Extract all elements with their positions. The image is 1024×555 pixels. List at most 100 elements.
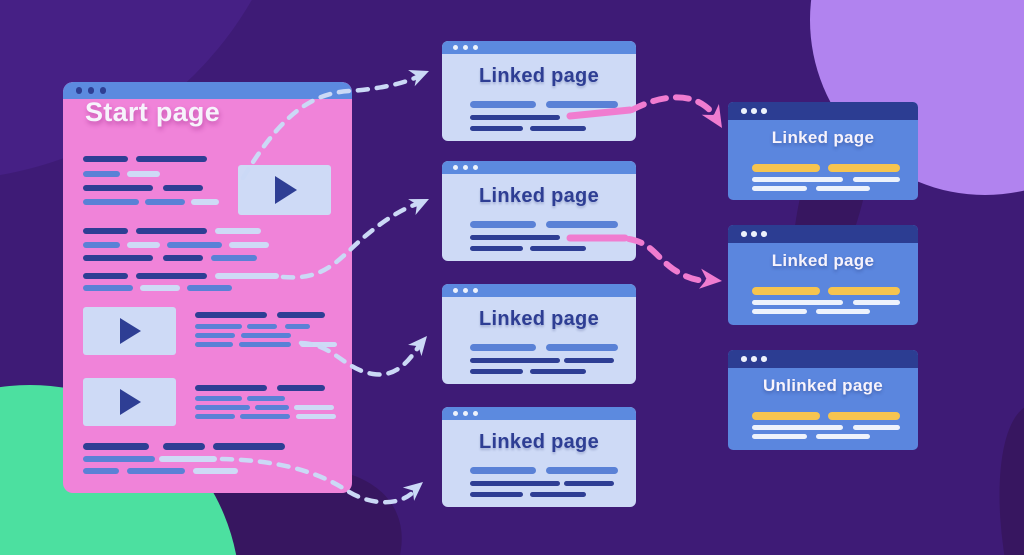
- skeleton-bar: [83, 228, 128, 234]
- skeleton-bar: [752, 287, 820, 295]
- skeleton-bar: [83, 285, 133, 291]
- linked-page-right-1: Linked page: [728, 102, 918, 200]
- window-dot: [473, 410, 479, 417]
- skeleton-bar: [195, 405, 250, 410]
- linked-page-right-2: Linked page: [728, 225, 918, 325]
- window-dot: [473, 164, 479, 171]
- window-dot: [741, 231, 747, 237]
- skeleton-bar: [83, 171, 120, 177]
- skeleton-bar: [530, 492, 586, 497]
- skeleton-bar: [752, 186, 807, 191]
- skeleton-bar: [277, 385, 325, 391]
- skeleton-bar: [136, 156, 207, 162]
- page-title: Start page: [85, 97, 221, 127]
- skeleton-bar: [83, 199, 139, 205]
- skeleton-bar: [193, 468, 238, 474]
- skeleton-bar: [195, 312, 267, 318]
- skeleton-bar: [140, 285, 180, 291]
- arrowhead: [402, 482, 423, 501]
- skeleton-bar: [145, 199, 185, 205]
- skeleton-bar: [752, 309, 807, 314]
- skeleton-bar: [247, 324, 277, 329]
- window-dot: [76, 87, 83, 94]
- unlinked-page: Unlinked page: [728, 350, 918, 450]
- skeleton-bar: [83, 242, 120, 248]
- window-titlebar: [728, 102, 918, 120]
- skeleton-bar: [296, 414, 336, 419]
- page-title: Linked page: [771, 128, 875, 147]
- window-dot: [463, 164, 469, 171]
- skeleton-bar: [828, 164, 900, 172]
- arrowhead: [699, 268, 722, 289]
- skeleton-bar: [255, 405, 289, 410]
- skeleton-bar: [195, 385, 267, 391]
- window-dot: [453, 410, 459, 417]
- window-dot: [751, 356, 757, 362]
- window-titlebar: [728, 350, 918, 368]
- skeleton-bar: [752, 300, 843, 305]
- skeleton-bar: [294, 405, 334, 410]
- skeleton-bar: [752, 425, 843, 430]
- skeleton-bar: [470, 101, 536, 108]
- skeleton-bar: [470, 481, 560, 486]
- start-page: Start page: [63, 82, 352, 493]
- skeleton-bar: [816, 186, 870, 191]
- skeleton-bar: [853, 300, 900, 305]
- skeleton-bar: [127, 468, 185, 474]
- skeleton-bar: [127, 171, 160, 177]
- background-dark-right: [973, 391, 1024, 555]
- skeleton-bar: [530, 369, 586, 374]
- linked-page-2: Linked page: [442, 161, 636, 261]
- skeleton-bar: [546, 344, 618, 351]
- skeleton-bar: [546, 221, 618, 228]
- skeleton-bar: [187, 285, 232, 291]
- skeleton-bar: [564, 481, 614, 486]
- skeleton-bar: [470, 467, 536, 474]
- skeleton-bar: [470, 221, 536, 228]
- skeleton-bar: [195, 324, 242, 329]
- video-placeholder: [83, 307, 176, 355]
- skeleton-bar: [470, 492, 523, 497]
- window-titlebar: [442, 41, 636, 54]
- window-dot: [473, 287, 479, 294]
- window-titlebar: [442, 284, 636, 297]
- play-icon: [120, 318, 144, 344]
- skeleton-bar: [159, 456, 217, 462]
- page-title: Linked page: [479, 308, 599, 330]
- skeleton-bar: [215, 273, 279, 279]
- play-icon: [274, 176, 300, 204]
- skeleton-bar: [83, 273, 128, 279]
- skeleton-bar: [136, 228, 207, 234]
- window-dot: [741, 108, 747, 114]
- skeleton-bar: [215, 228, 261, 234]
- skeleton-bar: [546, 101, 618, 108]
- window-titlebar: [728, 225, 918, 243]
- page-title: Linked page: [479, 431, 599, 453]
- skeleton-bar: [83, 255, 153, 261]
- skeleton-bar: [752, 177, 843, 182]
- skeleton-bar: [853, 177, 900, 182]
- linked-page-3: Linked page: [442, 284, 636, 384]
- skeleton-bar: [136, 273, 207, 279]
- skeleton-bar: [195, 333, 235, 338]
- window-titlebar: [442, 407, 636, 420]
- skeleton-bar: [83, 156, 128, 162]
- skeleton-bar: [195, 396, 242, 401]
- window-dot: [761, 356, 767, 362]
- window-dot: [463, 410, 469, 417]
- skeleton-bar: [213, 443, 285, 450]
- skeleton-bar: [470, 358, 560, 363]
- arrowhead: [701, 103, 722, 128]
- skeleton-bar: [163, 443, 205, 450]
- skeleton-bar: [816, 434, 870, 439]
- window-dot: [761, 231, 767, 237]
- skeleton-bar: [229, 242, 269, 248]
- skeleton-bar: [530, 246, 586, 251]
- skeleton-bar: [167, 242, 222, 248]
- arrowhead: [408, 336, 427, 357]
- skeleton-bar: [853, 425, 900, 430]
- skeleton-bar: [163, 185, 203, 191]
- skeleton-bar: [470, 115, 560, 120]
- skeleton-bar: [83, 443, 149, 450]
